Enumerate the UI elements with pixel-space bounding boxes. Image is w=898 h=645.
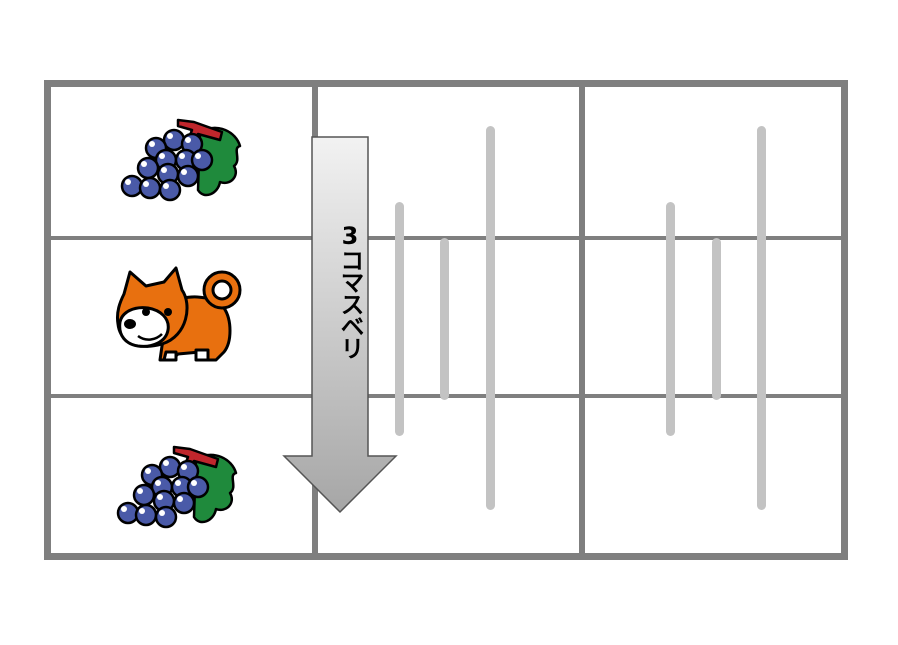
spin-blur-line: [666, 202, 675, 436]
spin-blur-line: [486, 126, 495, 510]
spin-blur-line: [712, 238, 721, 400]
grape-icon: [116, 445, 238, 529]
dog-icon: [116, 266, 242, 362]
slip-label: 3コマスベリ: [336, 222, 364, 358]
spin-blur-line: [440, 238, 449, 400]
reel-divider-2: [579, 87, 585, 553]
spin-blur-line: [757, 126, 766, 510]
slip-arrow: [282, 136, 398, 514]
spin-blur-line: [395, 202, 404, 436]
grape-icon: [120, 118, 242, 202]
